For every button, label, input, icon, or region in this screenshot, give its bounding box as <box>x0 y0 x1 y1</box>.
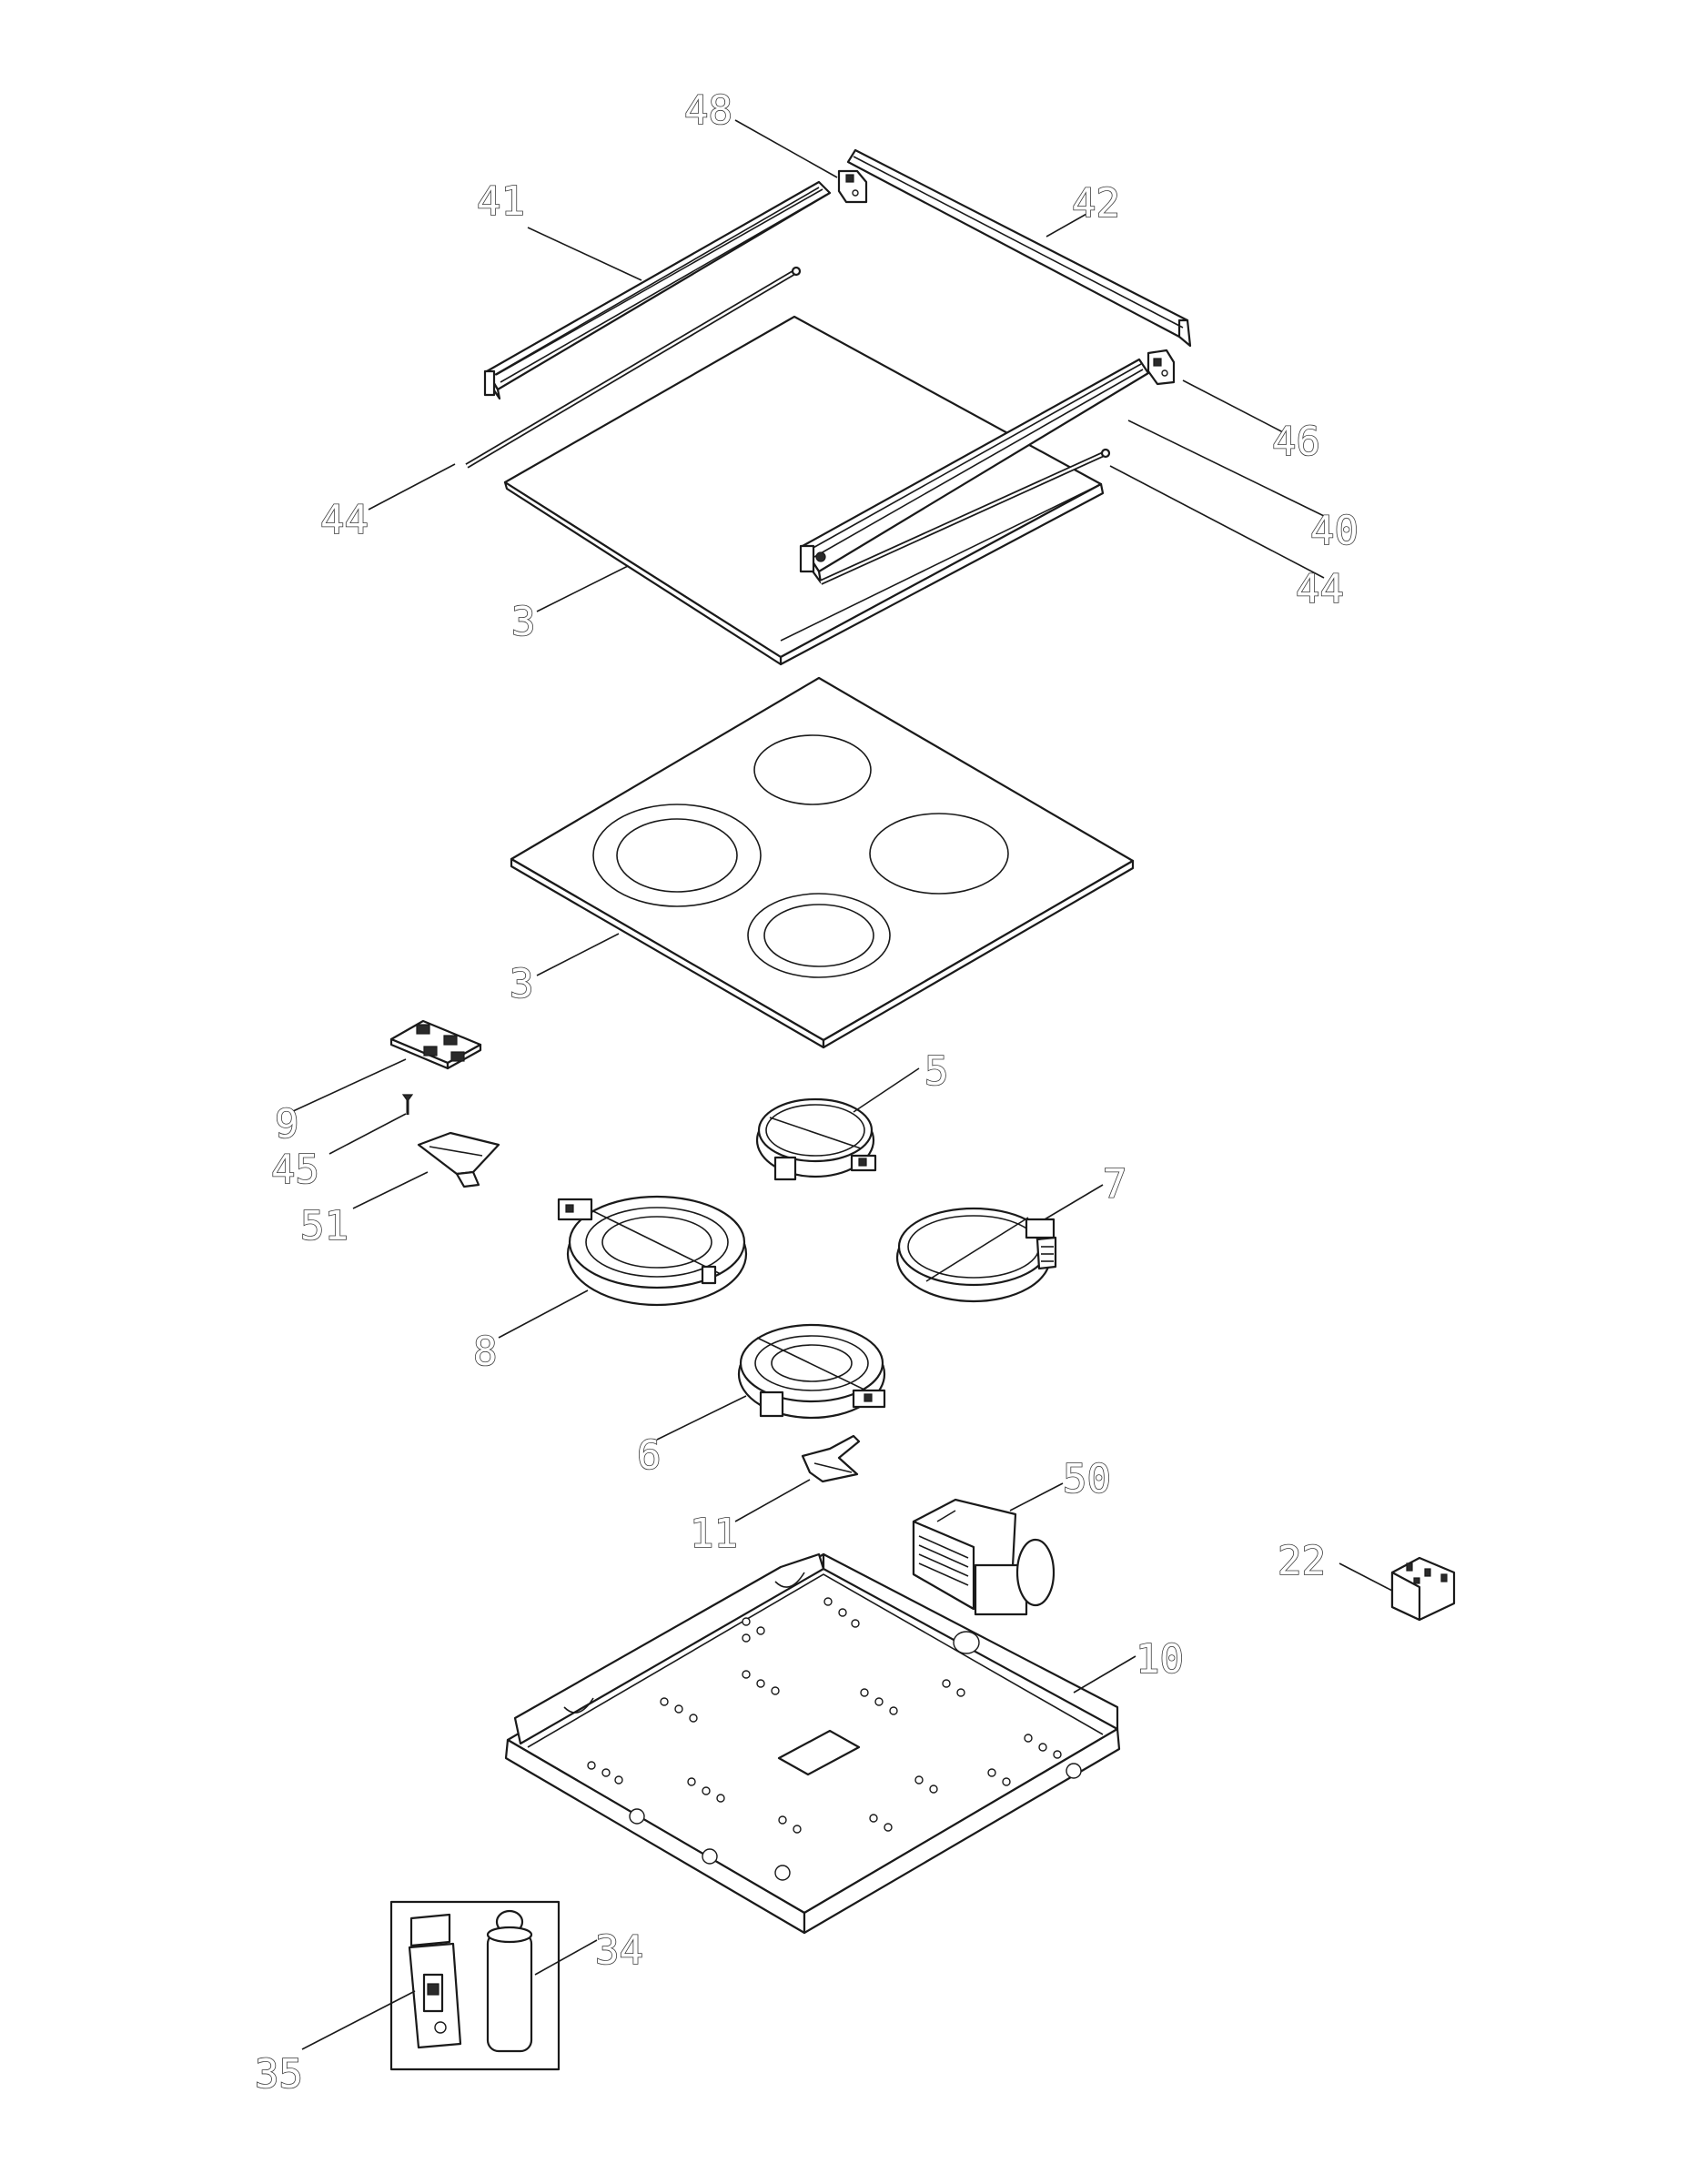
callout-5: 5 <box>924 1048 949 1095</box>
callout-40: 40 <box>1310 508 1359 554</box>
heating-element-7 <box>895 1207 1057 1303</box>
corner-bracket-48 <box>837 169 868 204</box>
callout-11: 11 <box>690 1511 738 1557</box>
callout-50: 50 <box>1063 1456 1111 1502</box>
callout-42: 42 <box>1072 180 1120 227</box>
callout-10: 10 <box>1136 1636 1184 1683</box>
callout-44-left: 44 <box>320 497 369 543</box>
callout-8: 8 <box>473 1329 498 1375</box>
circuit-board-9 <box>389 1019 482 1070</box>
transformer-fan-50 <box>912 1498 1056 1616</box>
callout-44-right: 44 <box>1296 566 1344 612</box>
leader-lines <box>290 119 1393 2050</box>
callout-3-hob: 3 <box>510 961 534 1007</box>
cleaner-bottle-34 <box>486 1909 533 2053</box>
callout-46: 46 <box>1272 419 1320 465</box>
clip-11 <box>801 1434 861 1483</box>
callout-48: 48 <box>684 87 732 134</box>
housing-holes <box>587 1597 1082 1881</box>
callout-9: 9 <box>275 1101 299 1148</box>
rod-44-right <box>819 448 1111 585</box>
callout-labels: 48 41 42 46 40 44 44 3 3 9 45 51 5 7 8 6… <box>254 86 1359 2098</box>
heating-element-8 <box>557 1195 748 1307</box>
callout-6: 6 <box>637 1432 662 1479</box>
bottom-housing-tray-10 <box>504 1552 1121 1935</box>
rear-trim-profile-42 <box>846 148 1192 348</box>
callout-41: 41 <box>477 178 525 225</box>
front-trim-profile-41 <box>483 180 832 400</box>
callout-51: 51 <box>300 1203 349 1249</box>
corner-bracket-46 <box>1147 349 1176 386</box>
screw-45 <box>401 1094 414 1115</box>
callout-7: 7 <box>1103 1161 1127 1208</box>
mounting-bracket-51 <box>417 1131 500 1188</box>
callout-45: 45 <box>271 1147 319 1193</box>
heating-element-5 <box>755 1097 877 1181</box>
terminal-block-22 <box>1390 1556 1456 1622</box>
glass-panel-3-top <box>503 315 1105 666</box>
heating-element-6 <box>737 1323 886 1420</box>
scraper-35 <box>408 1913 462 2049</box>
callout-35: 35 <box>255 2051 303 2098</box>
side-trim-profile-40 <box>799 358 1150 584</box>
callout-22: 22 <box>1278 1538 1326 1584</box>
callout-3-top: 3 <box>511 599 536 645</box>
rod-44-left <box>465 266 802 469</box>
ceramic-glass-hob-3 <box>510 676 1135 1049</box>
callout-34: 34 <box>595 1927 643 1974</box>
